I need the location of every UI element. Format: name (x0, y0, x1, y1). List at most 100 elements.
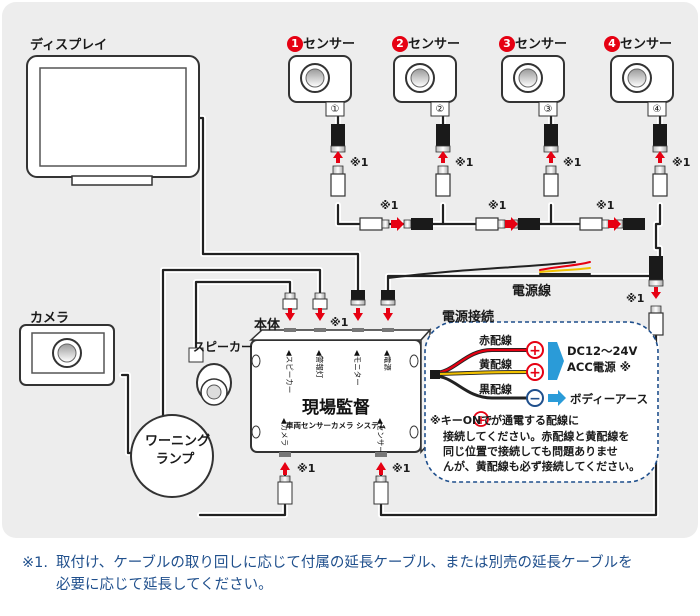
note-mark-s1: ※1 (350, 156, 369, 169)
power-note-after-icon: が通電する配線に (491, 414, 579, 427)
sensor-4-badge: 4 (604, 36, 620, 52)
power-note-line-3: んが、黄配線も必ず接続してください。 (443, 460, 641, 473)
note-mark-c2: ※1 (488, 199, 507, 212)
unit-port-sensor: ◀センサー (376, 418, 385, 454)
power-connection-box (424, 321, 659, 483)
note-mark-s3: ※1 (563, 156, 582, 169)
warning-lamp (130, 414, 214, 498)
unit-port-camera: ◀カメラ (280, 418, 289, 446)
dc-label: DC12〜24V (567, 344, 638, 358)
arrow-speaker (285, 308, 295, 321)
camera-label: カメラ (30, 311, 70, 326)
main-unit-label: 本体 (254, 318, 281, 333)
minus-black: − (529, 391, 541, 407)
main-unit (249, 328, 432, 454)
sensor-1-text: センサー (303, 37, 356, 52)
sensor-trunk-connector (648, 256, 664, 336)
plus-note: + (476, 413, 486, 427)
sensor-4-text: センサー (620, 37, 673, 52)
sensor-tag-2: ② (436, 104, 445, 115)
unit-port-warning: ◀警報灯 (315, 350, 325, 379)
sensor-3 (501, 55, 565, 117)
arrow-sensor-3 (546, 151, 556, 163)
arrow-chain-3 (608, 217, 621, 231)
footnote-mark: ※1. (22, 555, 48, 571)
sensor-3-text: センサー (515, 37, 568, 52)
arrow-sensor-1 (333, 151, 343, 163)
warning-lamp-line1: ワーニング (145, 434, 211, 449)
arrow-chain-2 (505, 217, 518, 231)
camera (19, 324, 115, 386)
plus-red: + (529, 343, 541, 359)
unit-port-monitor: ◀モニター (353, 350, 362, 386)
power-note-prefix: ※キーONで (430, 414, 493, 427)
power-note-line-2: 同じ位置で接続しても問題ありませ (443, 445, 618, 458)
speaker (188, 347, 232, 406)
red-wire-label: 赤配線 (479, 334, 512, 347)
sensor-3-badge: 3 (499, 36, 515, 52)
plus-yellow: + (529, 365, 541, 381)
sensor-1 (288, 55, 352, 117)
unit-top-connectors (279, 290, 396, 457)
speaker-label: スピーカー (193, 340, 254, 354)
unit-logo: 現場監督 (302, 397, 370, 418)
sensor-2 (393, 55, 457, 117)
note-mark-trunk: ※1 (626, 292, 645, 305)
power-line-label: 電源線 (512, 284, 552, 299)
display-monitor (26, 55, 200, 186)
note-mark-unit: ※1 (330, 316, 349, 329)
power-connection-title: 電源接続 (442, 310, 495, 325)
unit-port-labels: ◀スピーカー ◀警報灯 ◀モニター ◀電源 ◀カメラ ◀センサー (280, 350, 392, 454)
note-mark-s2: ※1 (455, 156, 474, 169)
sensor-1-badge: 1 (287, 36, 303, 52)
power-symbols: + + − + (476, 343, 541, 427)
acc-label: ACC電源 ※ (567, 360, 631, 374)
footnote-line-1: ※1. 取付け、ケーブルの取り回しに応じて付属の延長ケーブル、または別売の延長ケー… (22, 552, 682, 574)
arrow-chain-1 (391, 217, 404, 231)
warning-lamp-label: ワーニング ランプ (145, 433, 211, 469)
arrow-sensor-port (376, 462, 386, 475)
black-wire-label: 黒配線 (479, 383, 512, 396)
connection-arrows (280, 151, 665, 475)
note-mark-camera: ※1 (297, 462, 316, 475)
note-mark-sensor: ※1 (392, 462, 411, 475)
ground-label: ボディーアース (570, 392, 648, 406)
warning-lamp-line2: ランプ (155, 452, 195, 467)
sensor-tag-1: ① (331, 104, 340, 115)
sensor-tag-3: ③ (544, 104, 553, 115)
arrow-sensor-2 (438, 151, 448, 163)
footnote: ※1. 取付け、ケーブルの取り回しに応じて付属の延長ケーブル、または別売の延長ケー… (22, 552, 682, 596)
sensor-2-badge: 2 (392, 36, 408, 52)
arrow-warning (315, 308, 325, 321)
arrow-monitor (353, 308, 363, 321)
note-mark-s4: ※1 (672, 156, 691, 169)
sensor-connectors (330, 124, 668, 197)
arrow-sensor-4 (655, 151, 665, 163)
arrow-trunk (651, 287, 661, 299)
unit-port-power: ◀電源 (383, 350, 392, 371)
unit-port-speaker: ◀スピーカー (285, 350, 294, 393)
arrow-camera (280, 462, 290, 475)
footnote-line-2: 必要に応じて延長してください。 (56, 577, 273, 593)
note-mark-c1: ※1 (380, 199, 399, 212)
note-mark-c3: ※1 (596, 199, 615, 212)
unit-bottom-connectors (277, 475, 389, 505)
sensor-tags: ① ② ③ ④ (331, 104, 662, 115)
power-note-line-1: 接続してください。赤配線と黄配線を (443, 430, 630, 443)
yellow-wire-label: 黄配線 (479, 358, 512, 371)
sensor-2-text: センサー (408, 37, 461, 52)
footnote-text-1: 取付け、ケーブルの取り回しに応じて付属の延長ケーブル、または別売の延長ケーブルを (56, 555, 633, 571)
sensor-tag-4: ④ (653, 104, 662, 115)
sensor-chain (359, 217, 645, 231)
unit-subtitle: 車両センサーカメラ システム (286, 420, 386, 430)
sensor-units (288, 55, 674, 117)
sensor-4 (610, 55, 674, 117)
display-label: ディスプレイ (30, 38, 108, 53)
arrow-power (383, 308, 393, 321)
